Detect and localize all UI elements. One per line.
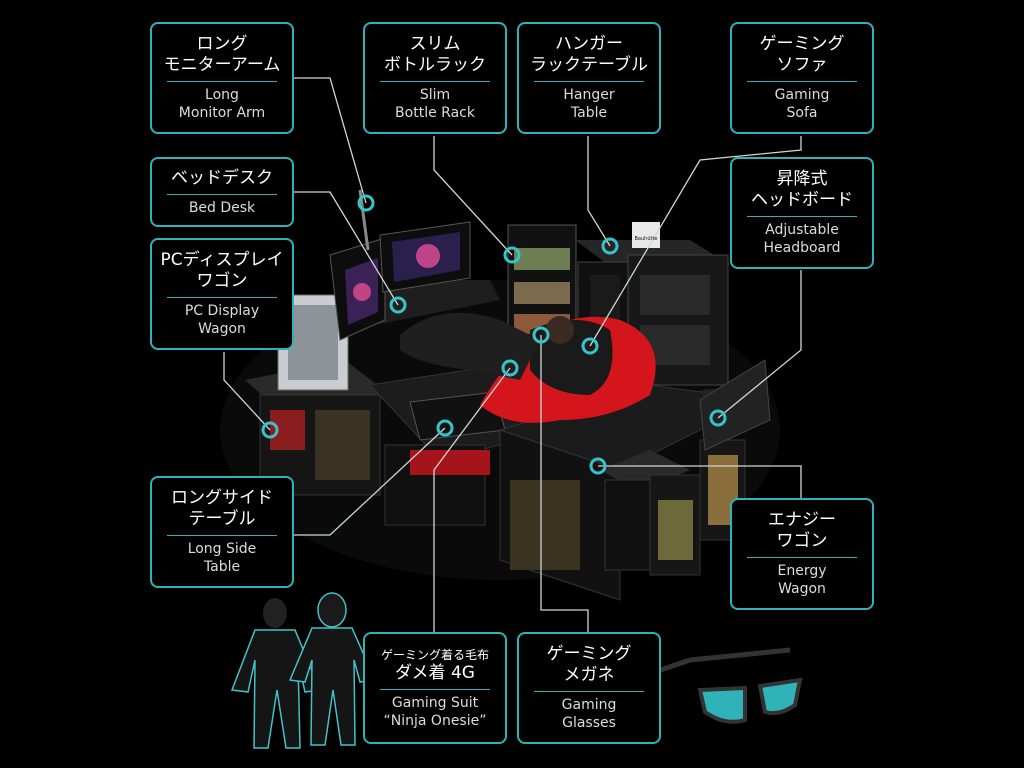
label-adjustable-headboard: 昇降式 ヘッドボード Adjustable Headboard [730, 157, 874, 269]
label-hanger-table: ハンガー ラックテーブル Hanger Table [517, 22, 661, 134]
label-jp: ゲーミング ソファ [759, 34, 845, 75]
label-divider [534, 81, 644, 82]
label-divider [167, 297, 277, 298]
slim-bottle-rack-shape [507, 224, 577, 341]
hotspot-gaming-suit [501, 359, 519, 377]
hotspot-side-table [436, 419, 454, 437]
label-en: Gaming Sofa [774, 87, 830, 121]
label-en: Long Monitor Arm [178, 87, 266, 121]
label-jp: ダメ着 4G [395, 662, 475, 683]
product-sign: Bauhütte [634, 236, 658, 242]
label-en: Slim Bottle Rack [395, 87, 475, 121]
label-divider [167, 193, 277, 195]
label-jp: ロング モニターアーム [163, 34, 281, 75]
hotspot-bottle-rack [503, 246, 521, 264]
label-gaming-suit: ゲーミング着る毛布 ダメ着 4G Gaming Suit “Ninja Ones… [363, 632, 507, 744]
gaming-suit-figures [230, 592, 377, 749]
label-en: Long Side Table [187, 541, 257, 575]
label-en: Gaming Suit “Ninja Onesie” [383, 694, 487, 729]
label-gaming-sofa: ゲーミング ソファ Gaming Sofa [730, 22, 874, 134]
label-divider [380, 688, 490, 690]
label-en: PC Display Wagon [184, 303, 260, 337]
label-jp: スリム ボトルラック [384, 34, 486, 75]
label-en: Hanger Table [563, 87, 615, 121]
label-jp: ベッドデスク [171, 167, 273, 188]
gaming-glasses-shape [624, 647, 803, 724]
label-en: Adjustable Headboard [763, 222, 841, 256]
hotspot-headboard [709, 409, 727, 427]
label-jp: ロングサイド テーブル [171, 488, 273, 529]
label-slim-bottle-rack: スリム ボトルラック Slim Bottle Rack [363, 22, 507, 134]
hotspot-energy-wagon [589, 457, 607, 475]
label-bed-desk: ベッドデスク Bed Desk [150, 157, 294, 227]
label-divider [747, 216, 857, 217]
hotspot-glasses [532, 326, 550, 344]
label-jp-small: ゲーミング着る毛布 [380, 647, 489, 662]
hotspot-sofa [581, 337, 599, 355]
gaming-sofa-shape [400, 312, 656, 423]
label-divider [167, 535, 277, 536]
label-en: Bed Desk [188, 199, 256, 216]
label-divider [534, 691, 644, 692]
adjustable-headboard-shape [699, 359, 771, 451]
label-jp: PCディスプレイ ワゴン [160, 250, 284, 291]
label-jp: ハンガー ラックテーブル [530, 34, 648, 75]
leader-lines [223, 77, 802, 632]
label-long-side-table: ロングサイド テーブル Long Side Table [150, 476, 294, 588]
label-jp: エナジー ワゴン [768, 510, 836, 551]
label-energy-wagon: エナジー ワゴン Energy Wagon [730, 498, 874, 610]
hotspot-hanger-table [601, 237, 619, 255]
label-en: Gaming Glasses [561, 697, 617, 731]
label-divider [380, 81, 490, 82]
label-jp: 昇降式 ヘッドボード [751, 169, 853, 210]
label-divider [167, 81, 277, 82]
energy-wagon-shape [600, 439, 746, 576]
label-en: Energy Wagon [777, 563, 827, 597]
label-gaming-glasses: ゲーミング メガネ Gaming Glasses [517, 632, 661, 744]
label-divider [747, 81, 857, 82]
hotspot-bed-desk [389, 296, 407, 314]
hotspot-pc-wagon [261, 421, 279, 439]
label-pc-display-wagon: PCディスプレイ ワゴン PC Display Wagon [150, 238, 294, 350]
label-divider [747, 557, 857, 558]
label-jp: ゲーミング メガネ [546, 644, 632, 685]
bed-desk-shape [329, 189, 500, 341]
label-long-monitor-arm: ロング モニターアーム Long Monitor Arm [150, 22, 294, 134]
hotspot-monitor-arm [357, 194, 375, 212]
hotspot-dots [261, 194, 727, 475]
